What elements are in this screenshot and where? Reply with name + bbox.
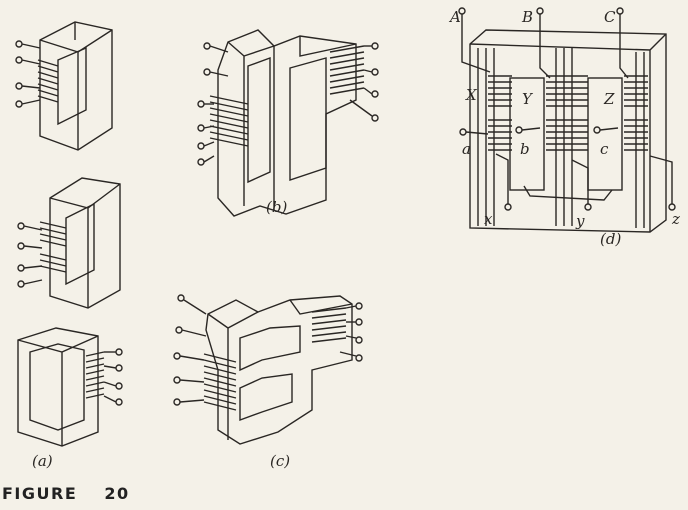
core-d-winding-2 [546,75,588,151]
core-a-middle [17,177,121,309]
core-a-bottom-winding [85,351,105,399]
terminal-c: c [600,140,609,158]
terminal-C: C [604,8,616,26]
figure-caption-word: FIGURE [2,484,78,503]
terminal-b: b [520,140,530,158]
label-a: (a) [32,452,53,470]
terminal-X: X [465,86,478,104]
core-d-terminal-leads [458,7,676,211]
terminal-a: a [462,140,471,158]
core-d-winding-1 [488,75,512,151]
core-a-middle-winding [39,221,67,273]
figure-caption: FIGURE 20 [2,484,150,503]
label-c: (c) [270,452,290,470]
core-c-leads [173,294,363,406]
core-c-right-winding [311,307,347,343]
core-b-left-winding [209,95,249,147]
core-a-bottom-leads [103,348,123,406]
core-c-left-winding [203,353,237,411]
terminal-z: z [671,210,680,228]
core-b: (b) [197,29,379,217]
core-b-leads [197,42,379,166]
core-a-top [15,21,113,151]
core-b-right-winding [329,45,365,95]
terminal-B: B [521,8,533,26]
core-a-top-winding [37,59,59,103]
terminal-Z: Z [603,90,615,108]
core-a-middle-leads [17,222,43,288]
core-c: (c) [173,294,363,470]
core-a-bottom: (a) [17,327,123,470]
terminal-A: A [448,8,461,26]
label-b: (b) [266,198,287,216]
core-a-top-leads [15,40,41,108]
terminal-y: y [575,212,585,230]
label-d: (d) [600,230,621,248]
terminal-Y: Y [522,90,534,108]
terminal-x: x [484,210,493,228]
core-d-winding-3 [624,75,648,151]
core-d: A B C X Y Z a b c x y z (d) [448,7,680,248]
figure-caption-number: 20 [104,484,130,503]
